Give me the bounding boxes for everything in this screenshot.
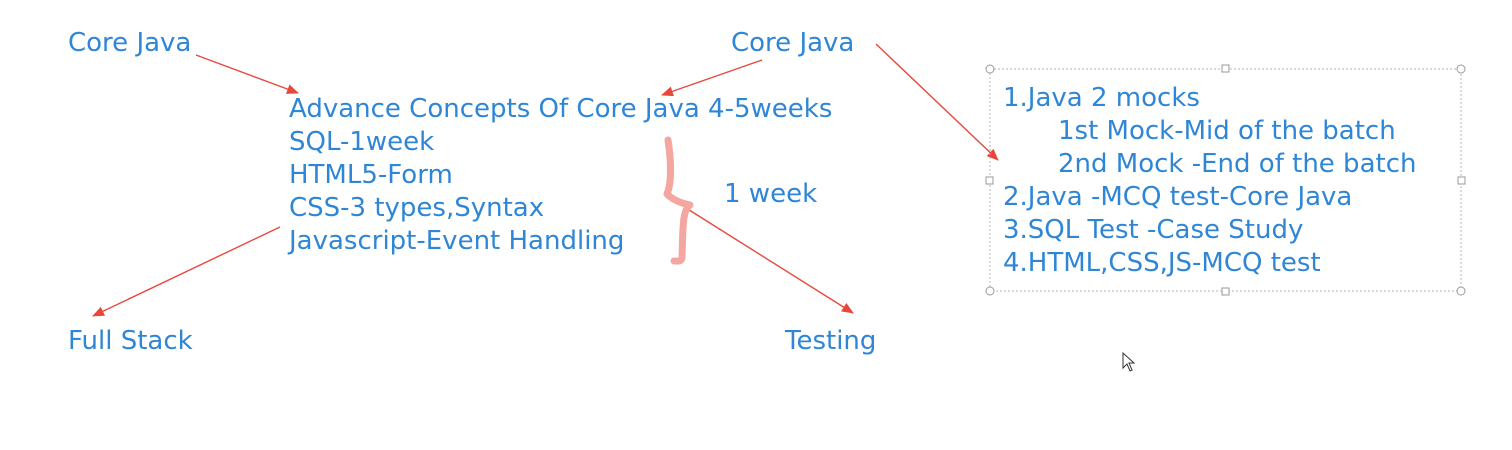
label-core-java-left: Core Java	[68, 28, 192, 58]
topic-item: Advance Concepts Of Core Java 4-5weeks	[289, 94, 833, 124]
mouse-cursor-icon	[1122, 352, 1136, 372]
test-sub-item[interactable]: 1st Mock-Mid of the batch	[1058, 116, 1396, 146]
text-box-selection-frame[interactable]	[985, 64, 1466, 296]
test-item[interactable]: 4.HTML,CSS,JS-MCQ test	[1003, 248, 1321, 278]
label-full-stack: Full Stack	[68, 326, 193, 356]
label-core-java-right: Core Java	[731, 28, 855, 58]
curly-brace-mark	[663, 136, 694, 265]
arrow-css-to-full-stack	[92, 226, 281, 317]
topic-item: SQL-1week	[289, 127, 435, 157]
topic-item: CSS-3 types,Syntax	[289, 193, 545, 223]
test-item[interactable]: 2.Java -MCQ test-Core Java	[1003, 182, 1353, 212]
topic-item: HTML5-Form	[289, 160, 453, 190]
test-item[interactable]: 1.Java 2 mocks	[1003, 83, 1200, 113]
arrow-core-java-to-tests	[875, 43, 999, 161]
topic-item: Javascript-Event Handling	[289, 226, 625, 256]
test-item[interactable]: 3.SQL Test -Case Study	[1003, 215, 1304, 245]
test-sub-item[interactable]: 2nd Mock -End of the batch	[1058, 149, 1417, 179]
arrow-core-java-right-to-topics	[661, 59, 763, 97]
arrow-core-java-left-to-topics	[195, 54, 299, 94]
arrow-brace-to-testing	[685, 207, 854, 314]
label-testing: Testing	[785, 326, 877, 356]
label-one-week: 1 week	[724, 179, 818, 209]
